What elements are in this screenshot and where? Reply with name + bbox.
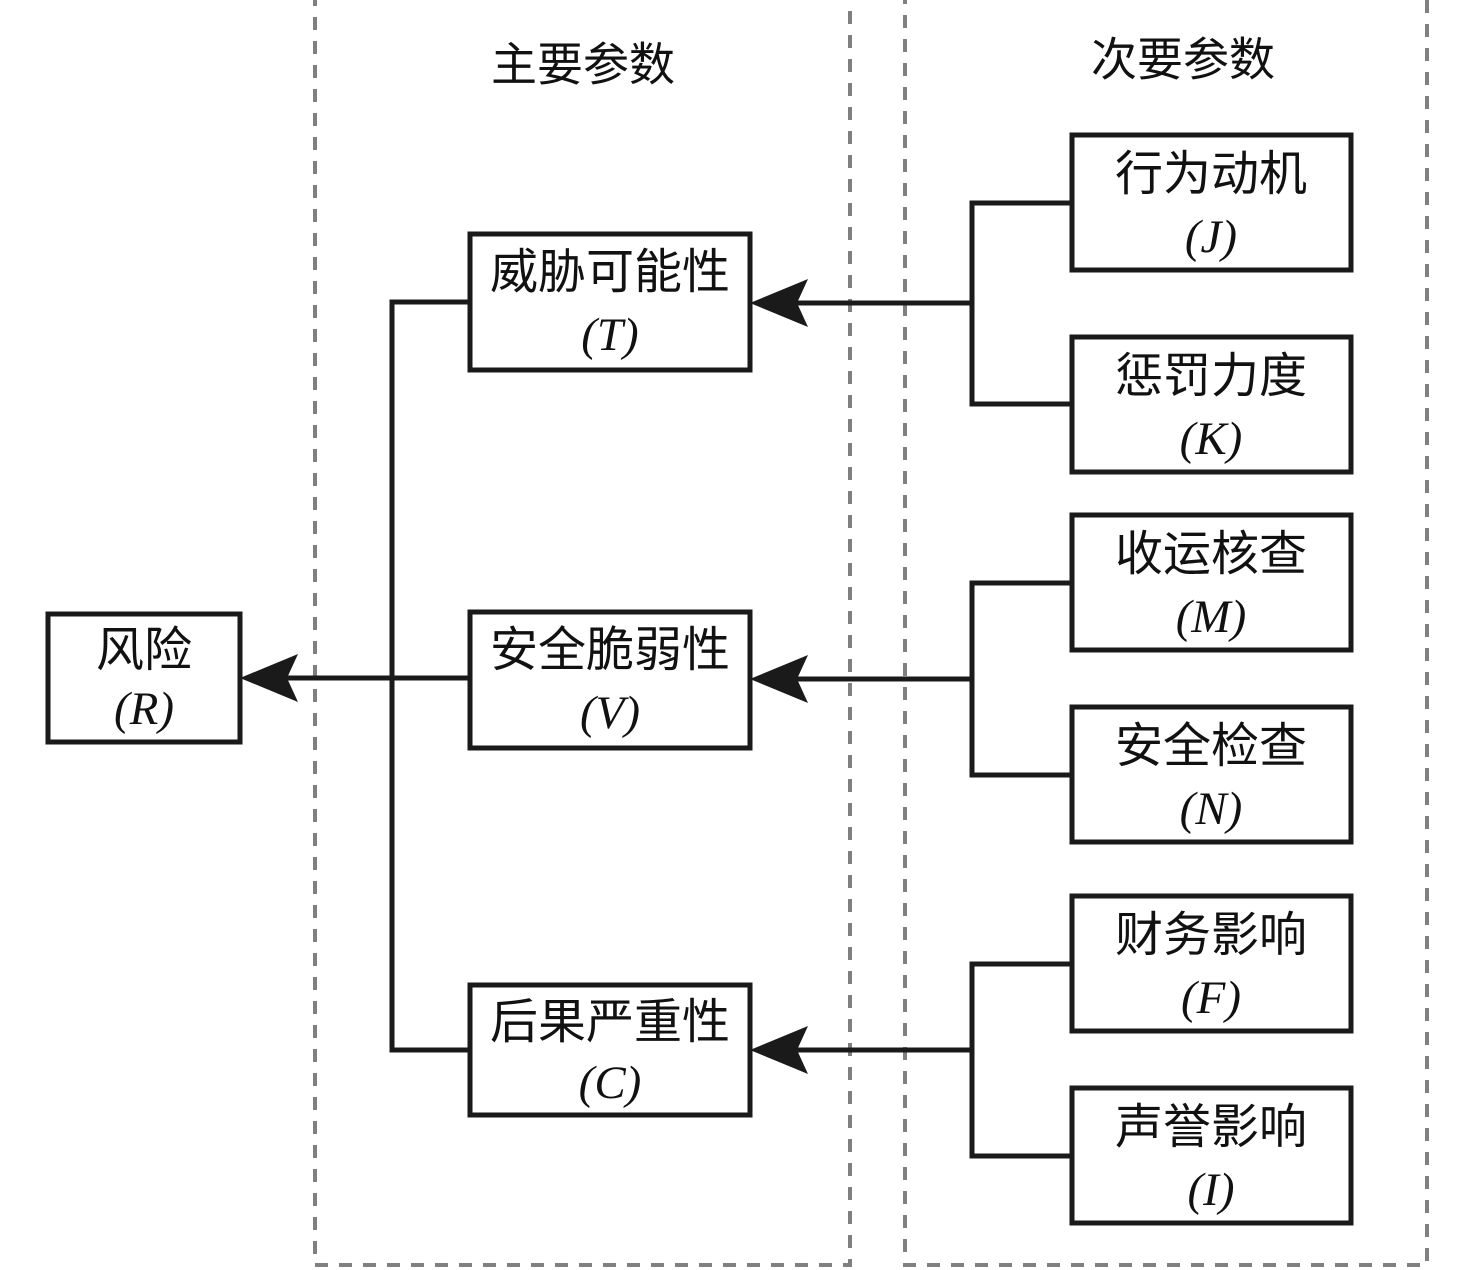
node-financial-impact-symbol: (F) <box>1181 972 1241 1024</box>
node-financial-impact-label: 财务影响 <box>1115 909 1307 962</box>
node-consequence-severity-label: 后果严重性 <box>490 996 730 1049</box>
arrow-secondary-to-vulnerability <box>750 655 972 703</box>
node-security-vulnerability[interactable]: 安全脆弱性 (V) <box>467 609 753 751</box>
node-financial-impact[interactable]: 财务影响 (F) <box>1069 893 1354 1034</box>
node-risk[interactable]: 风险 (R) <box>45 611 243 745</box>
node-security-vulnerability-label: 安全脆弱性 <box>490 624 730 677</box>
node-reputation-impact-label: 声誉影响 <box>1115 1101 1307 1154</box>
node-collection-verification[interactable]: 收运核查 (M) <box>1069 512 1354 653</box>
node-security-vulnerability-symbol: (V) <box>580 687 640 739</box>
arrow-primary-to-risk <box>240 654 470 702</box>
node-punishment-intensity-label: 惩罚力度 <box>1115 350 1307 403</box>
node-risk-symbol: (R) <box>114 683 174 735</box>
node-safety-inspection-symbol: (N) <box>1180 783 1243 835</box>
connector-bracket-consequence <box>969 961 1072 1159</box>
node-behavior-motivation[interactable]: 行为动机 (J) <box>1069 132 1354 273</box>
panel-secondary-title: 次要参数 <box>1091 35 1275 86</box>
node-threat-likelihood-symbol: (T) <box>581 309 638 361</box>
node-punishment-intensity-symbol: (K) <box>1180 413 1243 465</box>
panel-secondary-parameters <box>903 0 1429 1267</box>
panel-primary-parameters <box>313 0 852 1267</box>
node-consequence-severity-symbol: (C) <box>579 1057 642 1109</box>
node-behavior-motivation-label: 行为动机 <box>1115 148 1307 201</box>
node-risk-label: 风险 <box>96 624 192 677</box>
node-collection-verification-label: 收运核查 <box>1115 528 1307 581</box>
node-reputation-impact[interactable]: 声誉影响 (I) <box>1069 1085 1354 1226</box>
node-behavior-motivation-symbol: (J) <box>1185 211 1237 263</box>
connector-bracket-vulnerability <box>969 580 1072 778</box>
node-safety-inspection[interactable]: 安全检查 (N) <box>1069 704 1354 845</box>
node-safety-inspection-label: 安全检查 <box>1115 720 1307 773</box>
node-punishment-intensity[interactable]: 惩罚力度 (K) <box>1069 334 1354 475</box>
node-collection-verification-symbol: (M) <box>1176 591 1246 643</box>
arrow-secondary-to-consequence <box>750 1026 972 1074</box>
node-reputation-impact-symbol: (I) <box>1188 1164 1235 1216</box>
node-threat-likelihood[interactable]: 威胁可能性 (T) <box>467 231 753 373</box>
node-consequence-severity[interactable]: 后果严重性 (C) <box>467 982 753 1118</box>
node-threat-likelihood-label: 威胁可能性 <box>490 246 730 299</box>
panel-primary-title: 主要参数 <box>491 40 675 91</box>
connector-bracket-threat <box>969 200 1072 407</box>
arrow-secondary-to-threat <box>750 279 972 327</box>
